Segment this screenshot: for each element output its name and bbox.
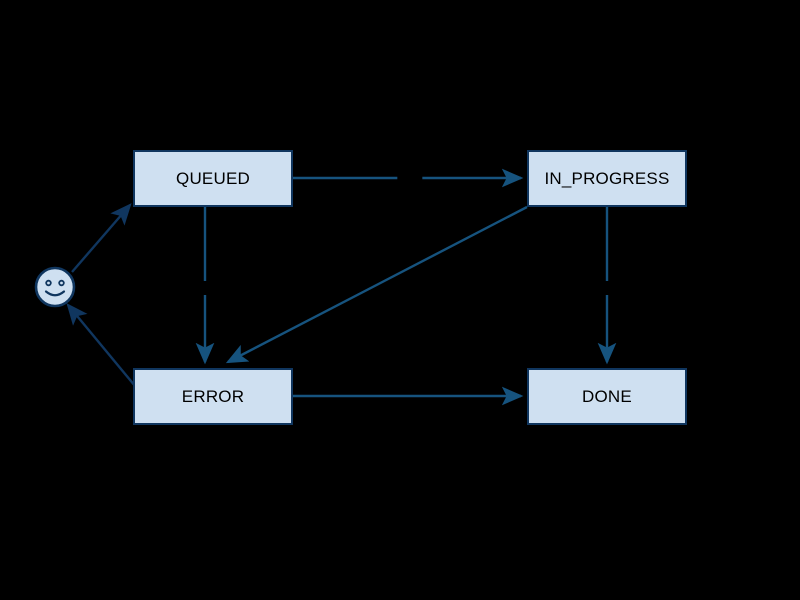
edge-error-to-start [66,303,141,393]
smiley-eye-right-icon [58,279,65,287]
node-error[interactable]: ERROR [133,368,293,425]
node-in-progress[interactable]: IN_PROGRESS [527,150,687,207]
edge-start-to-queued [71,203,132,273]
node-queued-label: QUEUED [176,168,250,188]
edge-label-in-progress-to-error: fail [391,282,409,296]
smiley-mouth-icon [44,290,66,297]
edge-label-queued-to-error: fail [196,281,214,295]
node-done[interactable]: DONE [527,368,687,425]
node-start-smiley[interactable] [33,265,77,309]
node-done-label: DONE [582,386,632,406]
edge-label-in-progress-to-done: finish [591,281,623,295]
node-in-progress-label: IN_PROGRESS [544,168,670,188]
node-error-label: ERROR [181,386,245,406]
node-queued[interactable]: QUEUED [133,150,293,207]
edge-in-progress-to-error [225,205,528,364]
edge-label-queued-to-in-progress: start [397,169,423,183]
smiley-face-icon [34,266,76,308]
smiley-eye-left-icon [45,279,52,287]
